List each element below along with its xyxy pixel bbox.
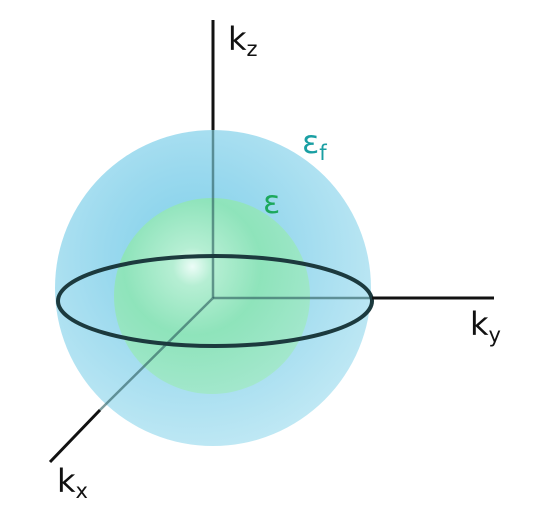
ky-label: ky bbox=[470, 305, 501, 347]
kx-axis-inside bbox=[99, 297, 214, 411]
kz-label-main: k bbox=[228, 20, 247, 58]
fermi-energy-label-sub: f bbox=[319, 141, 327, 165]
kx-label: kx bbox=[57, 462, 88, 503]
ky-label-main: k bbox=[470, 305, 489, 343]
kx-label-sub: x bbox=[76, 479, 88, 503]
kz-label-sub: z bbox=[247, 37, 258, 61]
fermi-energy-label-main: ε bbox=[302, 123, 319, 161]
energy-label: ε bbox=[263, 183, 280, 221]
kx-axis bbox=[48, 408, 102, 464]
kx-label-main: k bbox=[57, 462, 76, 500]
equator-ellipse bbox=[56, 254, 374, 348]
ky-label-sub: y bbox=[489, 323, 501, 347]
energy-label-main: ε bbox=[263, 183, 280, 221]
kz-label: kz bbox=[228, 20, 258, 61]
fermi-energy-label: εf bbox=[302, 123, 327, 165]
